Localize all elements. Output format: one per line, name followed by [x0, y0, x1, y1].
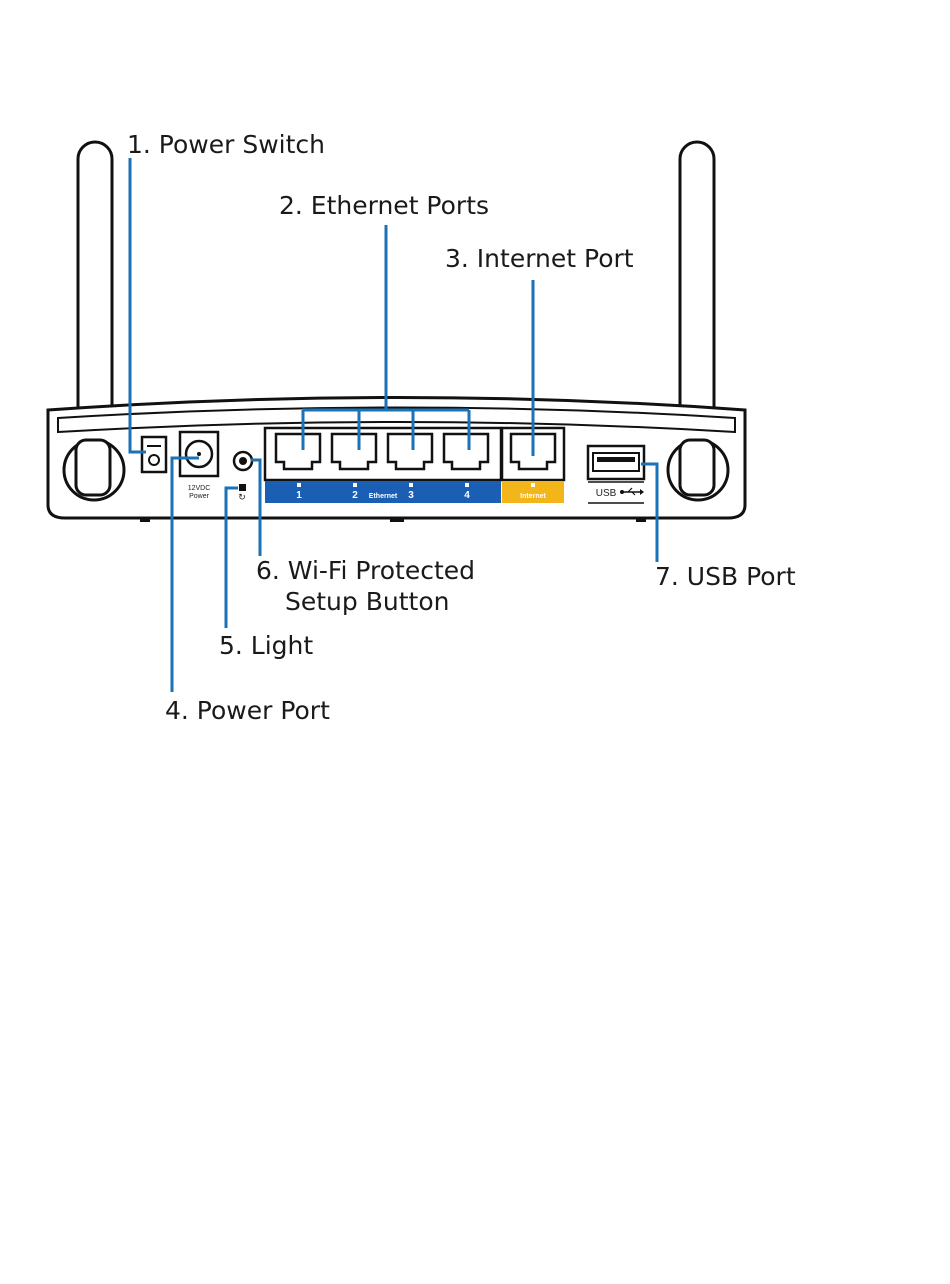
light-callout: 5. Light	[219, 631, 313, 660]
power-port-callout: 4. Power Port	[165, 696, 330, 725]
ethernet-ports-callout: 2. Ethernet Ports	[279, 191, 489, 220]
port-3-led	[409, 483, 413, 487]
internet-led	[531, 483, 535, 487]
power-switch-callout: 1. Power Switch	[127, 130, 325, 159]
internet-port-callout: 3. Internet Port	[445, 244, 634, 273]
usb-label: USB	[596, 488, 617, 499]
wps-button-callout-line1: 6. Wi-Fi Protected	[256, 556, 475, 585]
port-2-led	[353, 483, 357, 487]
wps-button-callout-line2: Setup Button	[285, 587, 449, 616]
wps-button	[234, 452, 252, 470]
power-port	[180, 432, 218, 476]
ethernet-label: Ethernet	[369, 493, 398, 500]
power-switch	[142, 437, 166, 472]
port-2-number: 2	[352, 490, 358, 501]
power-rating-label: 12VDC	[188, 485, 211, 492]
power-label: Power	[189, 493, 210, 500]
internet-label: Internet	[520, 493, 546, 500]
usb-port-callout: 7. USB Port	[655, 562, 796, 591]
port-3-number: 3	[408, 490, 414, 501]
port-4-led	[465, 483, 469, 487]
light-indicator	[239, 484, 246, 491]
port-4-number: 4	[464, 490, 470, 501]
wps-icon: ↻	[238, 492, 246, 502]
usb-port	[588, 446, 644, 479]
port-1-number: 1	[296, 490, 302, 501]
port-1-led	[297, 483, 301, 487]
